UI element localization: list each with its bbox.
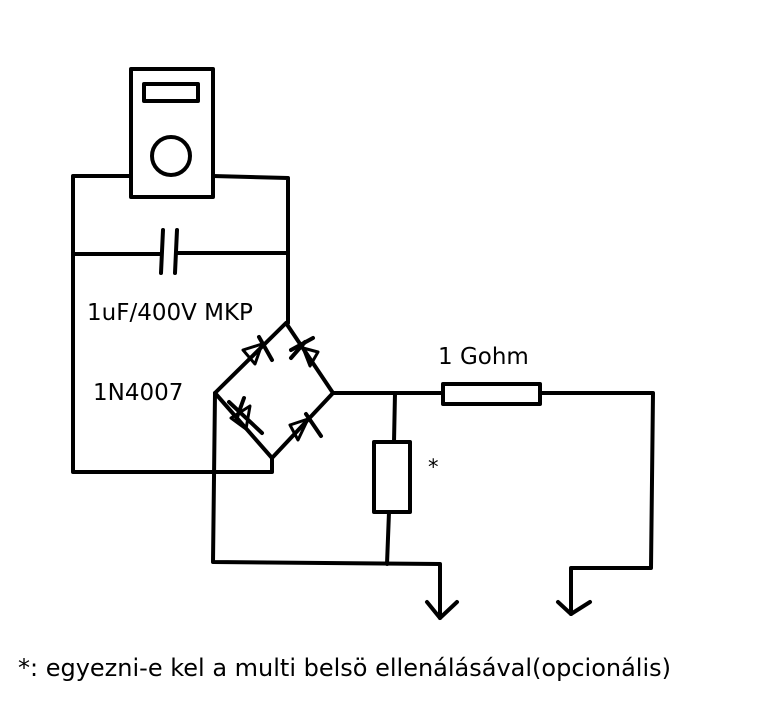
capacitor-label: 1uF/400V MKP (87, 300, 253, 326)
resistor-label: 1 Gohm (438, 344, 529, 370)
resistor-main-icon (441, 382, 655, 616)
ground-wire (211, 391, 442, 620)
probe-arrow-icon (425, 600, 592, 620)
footnote: *: egyezni-e kel a multi belsö ellenálás… (18, 654, 672, 682)
output-wire (331, 391, 444, 444)
multimeter-icon (129, 67, 215, 199)
shunt-marker: * (428, 455, 439, 479)
resistor-shunt-icon (372, 440, 412, 566)
capacitor-icon (71, 228, 288, 275)
meter-leads (71, 174, 290, 474)
diode-label: 1N4007 (93, 380, 184, 406)
diode-bridge (213, 321, 335, 460)
